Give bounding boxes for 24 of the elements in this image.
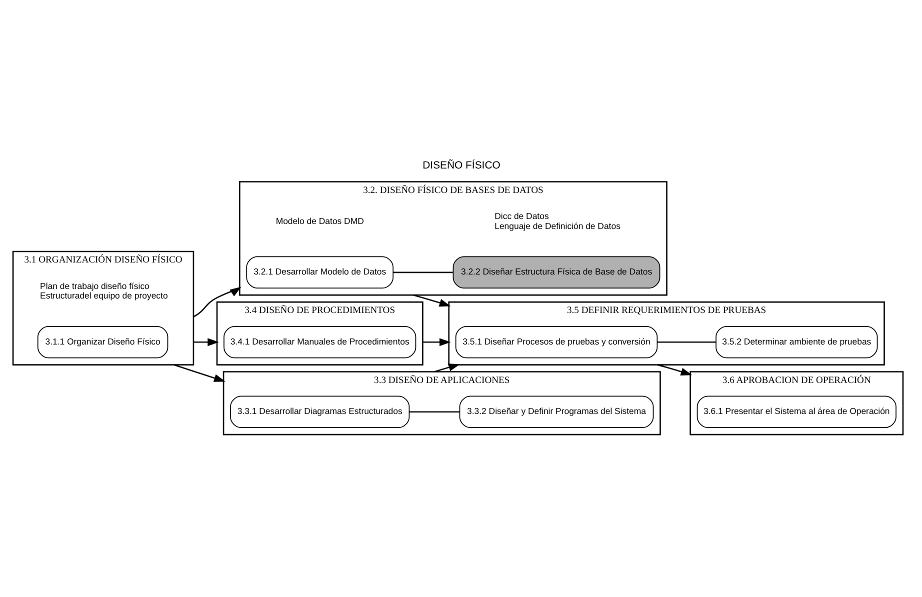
node-label: Modelo de Datos DMD bbox=[275, 216, 364, 226]
arrow bbox=[422, 338, 450, 346]
node-box: 3.1.1 Organizar Diseño Físico bbox=[36, 326, 168, 358]
node-label: Lenguaje de Definición de Datos bbox=[494, 220, 620, 230]
node-box: 3.4.1 Desarrollar Manuales de Procedimientos bbox=[223, 326, 416, 358]
node-label: Estructuradel equipo de proyecto bbox=[40, 290, 168, 300]
connector bbox=[408, 410, 459, 412]
arrow bbox=[192, 338, 218, 346]
node-label: Plan de trabajo diseño físico bbox=[40, 280, 149, 290]
arrow bbox=[434, 363, 460, 372]
node-box: 3.3.1 Desarrollar Diagramas Estructurados bbox=[230, 395, 410, 428]
node-box: 3.5.2 Determinar ambiente de pruebas bbox=[715, 326, 878, 358]
node-box: 3.3.2 Diseñar y Definir Programas del Sistema bbox=[458, 395, 654, 428]
arrow bbox=[656, 364, 692, 376]
node-box: 3.2.1 Desarrollar Modelo de Datos bbox=[246, 256, 393, 288]
connector bbox=[392, 271, 452, 273]
diagram-title: DISEÑO FÍSICO bbox=[422, 160, 500, 171]
connector bbox=[656, 341, 716, 342]
arrow bbox=[192, 286, 241, 317]
node-label: Dicc de Datos bbox=[494, 210, 548, 221]
node-box: 3.5.1 Diseñar Procesos de pruebas y conversión bbox=[454, 326, 658, 358]
arrow bbox=[172, 364, 225, 382]
node-box: 3.2.2 Diseñar Estructura Física de Base de Datos bbox=[452, 256, 660, 288]
node-box: 3.6.1 Presentar el Sistema al área de Operación bbox=[696, 395, 896, 428]
